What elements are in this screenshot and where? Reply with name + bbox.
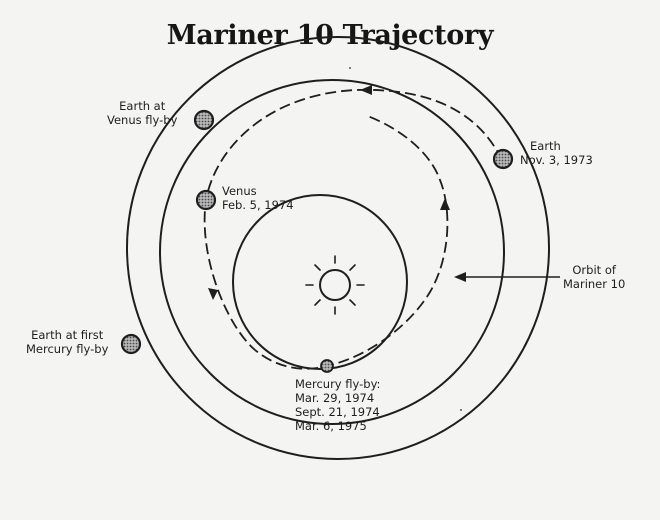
label-line: Mariner 10 — [563, 277, 626, 291]
speck — [349, 67, 351, 69]
label-line: Mar. 29, 1974 — [295, 391, 375, 405]
mercury-orbit — [232, 194, 408, 370]
label-earth-first-mercury: Earth at first Mercury fly-by — [26, 328, 108, 356]
trajectory-arrow-top — [360, 85, 372, 95]
label-earth-venus-flyby: Earth at Venus fly-by — [107, 99, 177, 127]
earth-start-planet — [492, 148, 514, 170]
label-line: Earth at first — [31, 328, 104, 342]
label-orbit-of-mariner: Orbit of Mariner 10 — [563, 263, 625, 291]
label-line: Sept. 21, 1974 — [295, 405, 380, 419]
mariner-trajectory — [203, 88, 503, 370]
label-line: Mercury fly-by: — [295, 377, 381, 391]
venus-planet — [195, 189, 217, 211]
speck — [460, 409, 462, 411]
earth-venus-flyby-planet — [193, 109, 215, 131]
label-line: Earth at — [119, 99, 166, 113]
label-line: Earth — [530, 139, 561, 153]
label-line: Feb. 5, 1974 — [222, 198, 294, 212]
earth-first-mercury-planet — [120, 333, 142, 355]
sun-icon — [305, 255, 365, 315]
venus-orbit — [159, 79, 505, 425]
label-line: Nov. 3, 1973 — [520, 153, 593, 167]
label-mercury-flyby: Mercury fly-by: Mar. 29, 1974 Sept. 21, … — [295, 377, 380, 433]
label-line: Venus fly-by — [107, 113, 178, 127]
label-line: Mar. 6, 1975 — [295, 419, 367, 433]
orbit-pointer-arrow — [454, 272, 466, 282]
diagram-title: Mariner 10 Trajectory — [166, 20, 494, 51]
earth-orbit — [126, 36, 550, 460]
trajectory-arrow-left — [208, 288, 218, 300]
label-earth-start: Earth Nov. 3, 1973 — [520, 139, 593, 167]
label-venus: Venus Feb. 5, 1974 — [222, 184, 294, 212]
label-line: Venus — [222, 184, 257, 198]
label-line: Mercury fly-by — [26, 342, 109, 356]
label-line: Orbit of — [572, 263, 616, 277]
trajectory-arrow-right — [440, 198, 450, 210]
mercury-planet — [320, 359, 334, 373]
